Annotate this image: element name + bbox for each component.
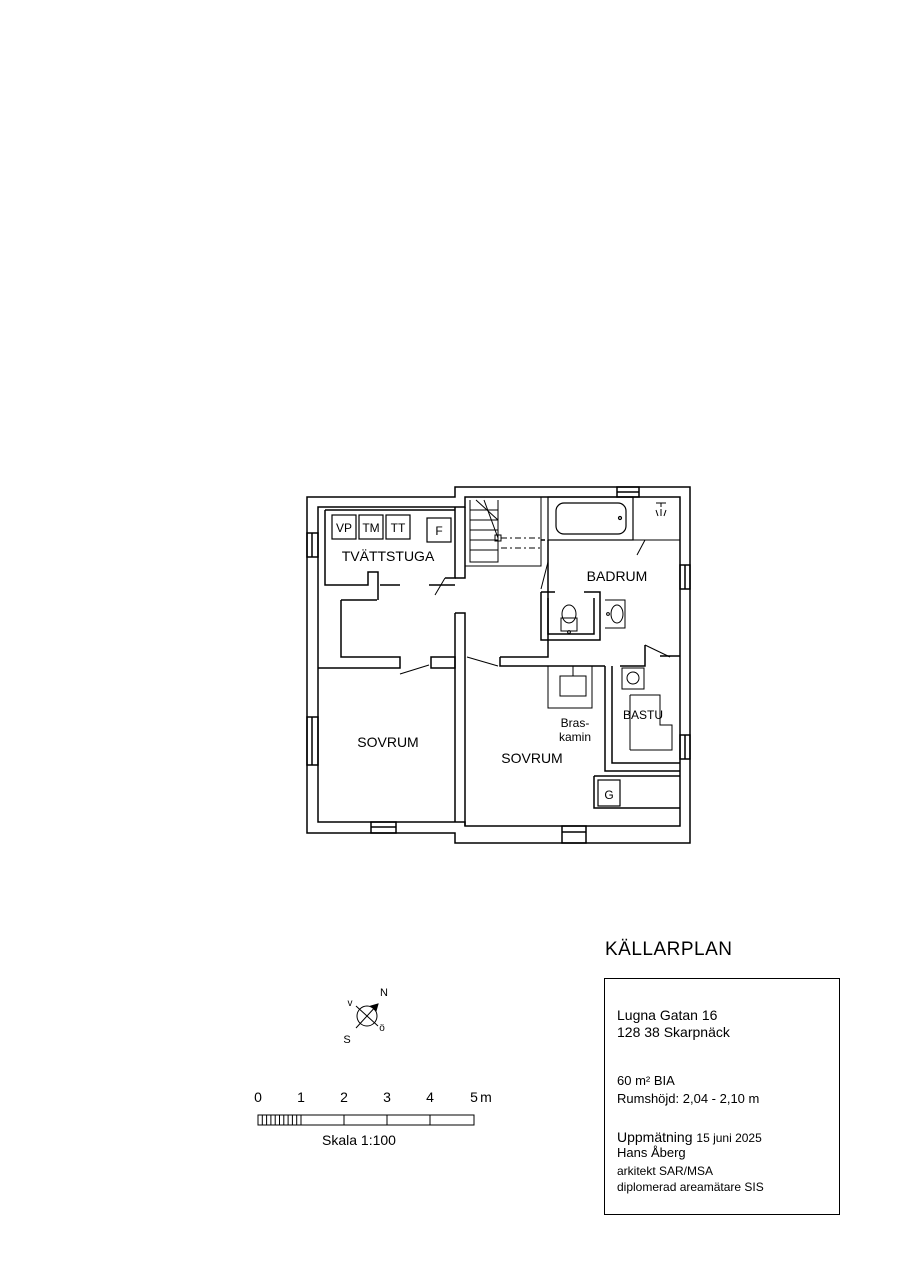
surveyor-cert: diplomerad areamätare SIS [617, 1180, 764, 1194]
compass-south: S [343, 1034, 350, 1046]
area: 60 m² BIA [617, 1073, 675, 1088]
scale-tick-label-3: 3 [383, 1089, 391, 1105]
surveyor-title: arkitekt SAR/MSA [617, 1164, 714, 1178]
info-box: Lugna Gatan 16 128 38 Skarpnäck 60 m² BI… [604, 978, 840, 1215]
closet [593, 775, 680, 809]
room-height: Rumshöjd: 2,04 - 2,10 m [617, 1091, 760, 1106]
scale-caption: Skala 1:100 [322, 1132, 396, 1148]
sink-icon [605, 599, 626, 629]
compass-icon [355, 1003, 379, 1029]
room-label-bastu: BASTU [623, 708, 663, 722]
scale-tick-label-1: 1 [297, 1089, 305, 1105]
braskamin-label-2: kamin [559, 730, 591, 744]
toilet-enclosure [540, 591, 601, 641]
compass-north: N [380, 987, 388, 999]
toilet-icon [560, 604, 578, 634]
scale-tick-label-0: 0 [254, 1089, 262, 1105]
bathtub [547, 496, 634, 541]
fireplace-icon [547, 665, 593, 709]
bathroom-door-swing [636, 539, 646, 556]
scale-unit: m [480, 1089, 492, 1105]
door-swings [399, 561, 671, 675]
scale-tick-label-4: 4 [426, 1089, 434, 1105]
scale-tick-label-5: 5 [470, 1089, 478, 1105]
braskamin-label-1: Bras- [561, 716, 590, 730]
surveyor-name: Hans Åberg [617, 1145, 686, 1160]
shower-partition [632, 497, 680, 541]
plan-title: KÄLLARPLAN [605, 939, 733, 960]
compass-east: ö [379, 1023, 385, 1034]
scale-bar [257, 1114, 475, 1126]
stair [464, 496, 542, 567]
scale-tick-label-2: 2 [340, 1089, 348, 1105]
sauna-stove [621, 667, 645, 690]
label-vp: VP [336, 521, 352, 535]
room-label-tvattstuga: TVÄTTSTUGA [342, 548, 435, 564]
room-label-badrum: BADRUM [587, 568, 648, 584]
shower-icon [655, 502, 667, 517]
room-label-sovrum-left: SOVRUM [357, 734, 418, 750]
inner-walls [318, 507, 680, 826]
label-tm: TM [362, 521, 379, 535]
address-line-2: 128 38 Skarpnäck [617, 1024, 730, 1040]
label-f: F [435, 524, 442, 538]
sauna-bench [629, 694, 673, 751]
label-tt: TT [391, 521, 406, 535]
address-line-1: Lugna Gatan 16 [617, 1007, 718, 1023]
label-g: G [604, 788, 613, 802]
room-label-sovrum-right: SOVRUM [501, 750, 562, 766]
measurement: Uppmätning 15 juni 2025 [617, 1129, 762, 1146]
measurement-label: Uppmätning [617, 1129, 693, 1145]
laundry-room-walls [324, 507, 456, 600]
measurement-date: 15 juni 2025 [696, 1131, 762, 1145]
appliance-boxes [331, 514, 621, 807]
compass-west: v [348, 998, 353, 1009]
